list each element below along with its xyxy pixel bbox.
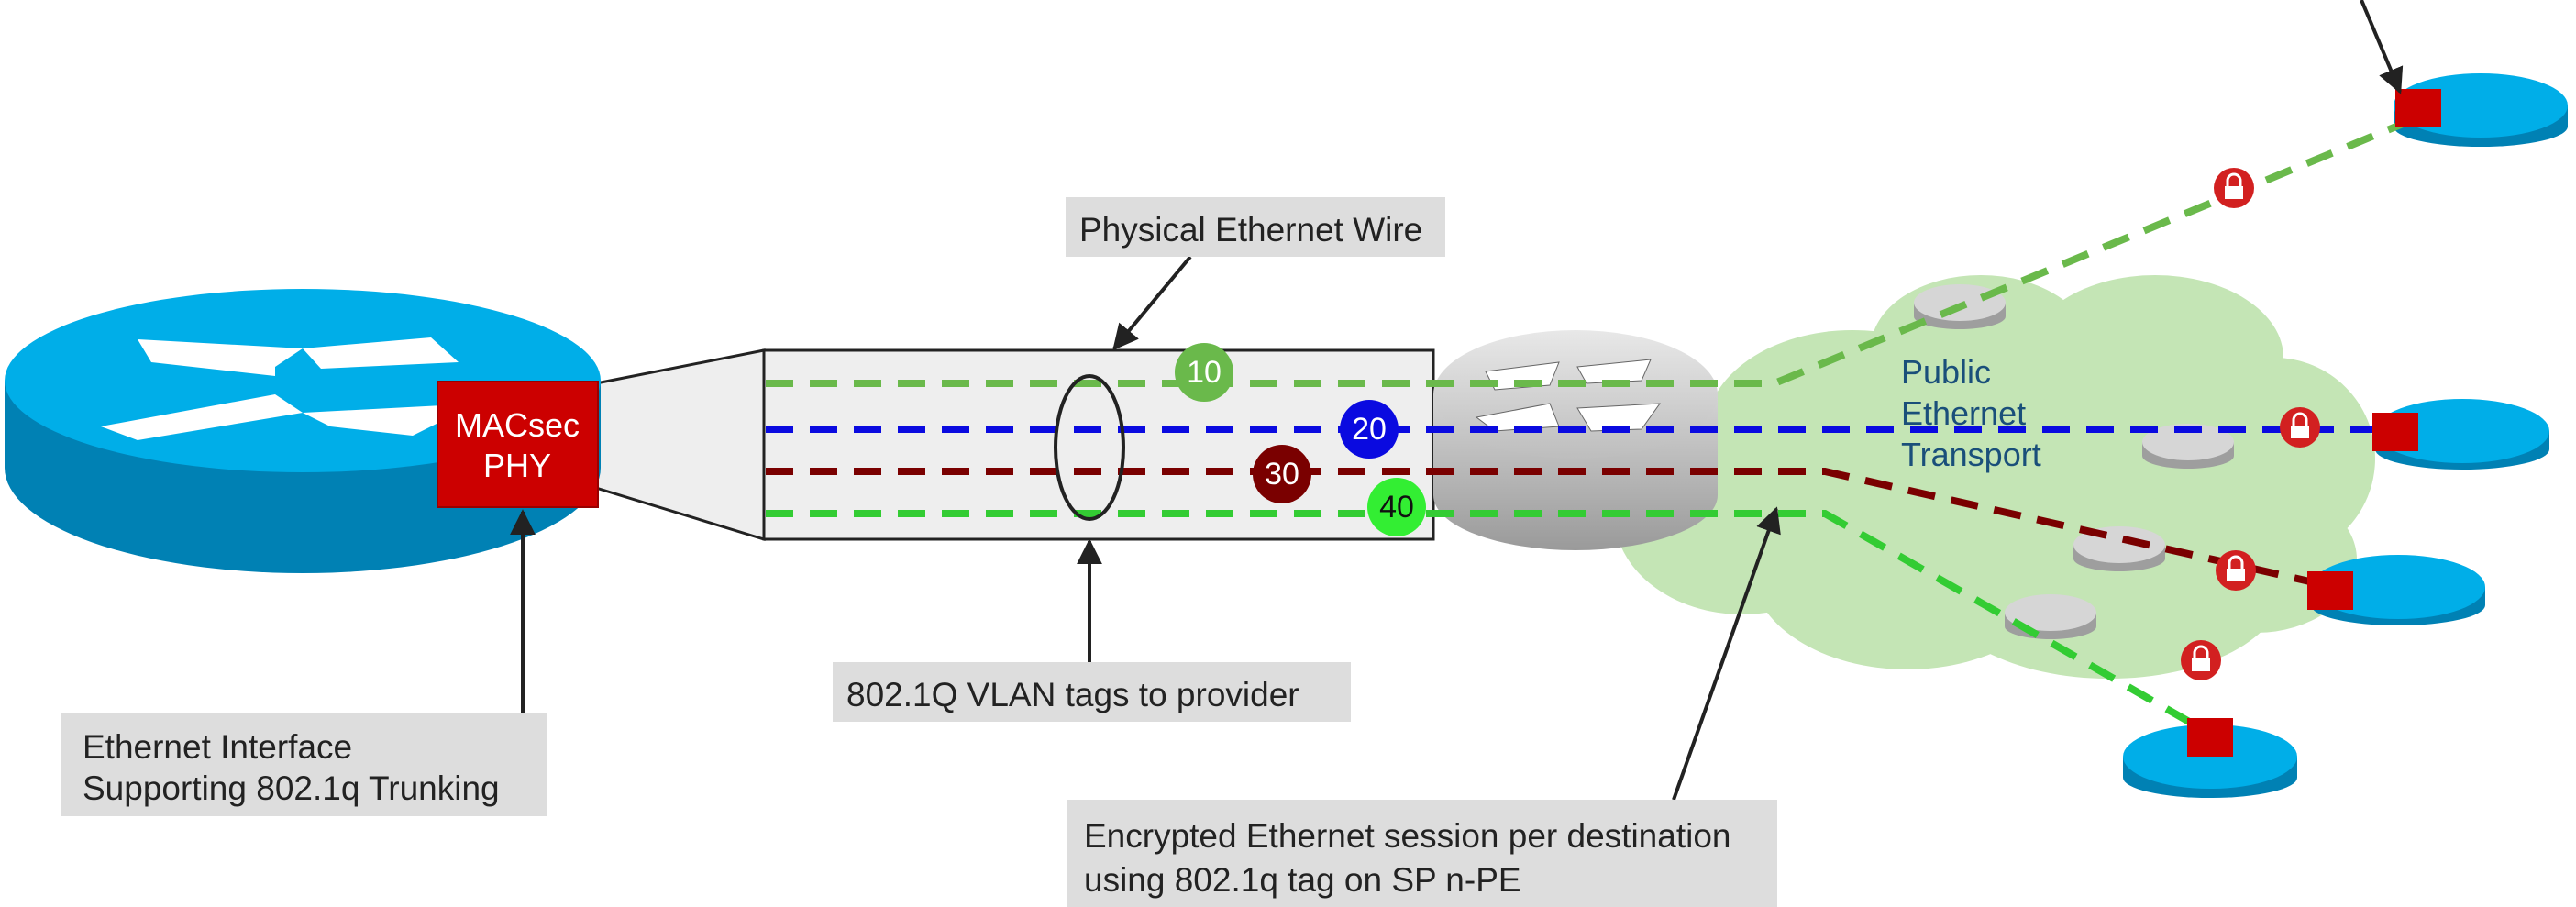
lock-icon: [2214, 168, 2254, 208]
vlan-10-line: [766, 114, 2420, 387]
physical-wire-text: Physical Ethernet Wire: [1079, 211, 1422, 249]
cloud-label-line1: Public: [1901, 353, 1991, 391]
physical-wire-label: Physical Ethernet Wire: [1066, 197, 1445, 257]
vlan-30-tag: 30: [1265, 457, 1299, 492]
interface-label: Ethernet Interface Supporting 802.1q Tru…: [61, 713, 547, 816]
vlan-40-badge: 40: [1367, 478, 1426, 536]
lock-icon: [2216, 550, 2256, 591]
cloud-label-line2: Ethernet: [1901, 394, 2026, 432]
router-icon: [2142, 424, 2234, 469]
vlan-20-tag: 20: [1352, 412, 1387, 447]
router-icon: [2073, 526, 2165, 571]
phy-line1: MACsec: [455, 406, 580, 444]
vlan-30-line: [766, 468, 2335, 591]
interface-text-line1: Ethernet Interface: [83, 728, 352, 766]
vlan-lines: [766, 114, 2420, 737]
macsec-endpoint: [2187, 718, 2233, 757]
vlan-40-tag: 40: [1379, 490, 1414, 525]
vlan-10-tag: 10: [1187, 355, 1222, 390]
arrow-icon: [510, 0, 2404, 801]
vlan-30-badge: 30: [1253, 445, 1311, 503]
vlan-40-line: [766, 510, 2212, 737]
router-icon: [2375, 399, 2549, 470]
vlan-tags-label: 802.1Q VLAN tags to provider: [833, 662, 1351, 722]
public-ethernet-cloud: [1614, 275, 2375, 679]
encrypted-session-label: Encrypted Ethernet session per destinati…: [1067, 800, 1777, 907]
interface-text-line2: Supporting 802.1q Trunking: [83, 769, 500, 807]
vlan-20-badge: 20: [1340, 400, 1399, 459]
macsec-endpoint: [2372, 413, 2418, 451]
lock-icon: [2181, 640, 2221, 680]
vlan-tags-text: 802.1Q VLAN tags to provider: [846, 676, 1299, 713]
macsec-phy-box: MACsec PHY: [437, 381, 599, 508]
encrypted-text-line1: Encrypted Ethernet session per destinati…: [1084, 817, 1730, 855]
vlan-tags-ellipse: [1054, 374, 1125, 521]
cloud-label-line3: Transport: [1901, 436, 2041, 473]
lock-icon: [2280, 407, 2320, 448]
router-icon: [2311, 555, 2485, 625]
phy-line2: PHY: [483, 447, 551, 484]
macsec-endpoint: [2307, 571, 2353, 610]
vlan-10-badge: 10: [1175, 343, 1233, 402]
macsec-endpoint: [2395, 89, 2441, 127]
router-icon: [2005, 594, 2096, 639]
encrypted-text-line2: using 802.1q tag on SP n-PE: [1084, 861, 1521, 899]
